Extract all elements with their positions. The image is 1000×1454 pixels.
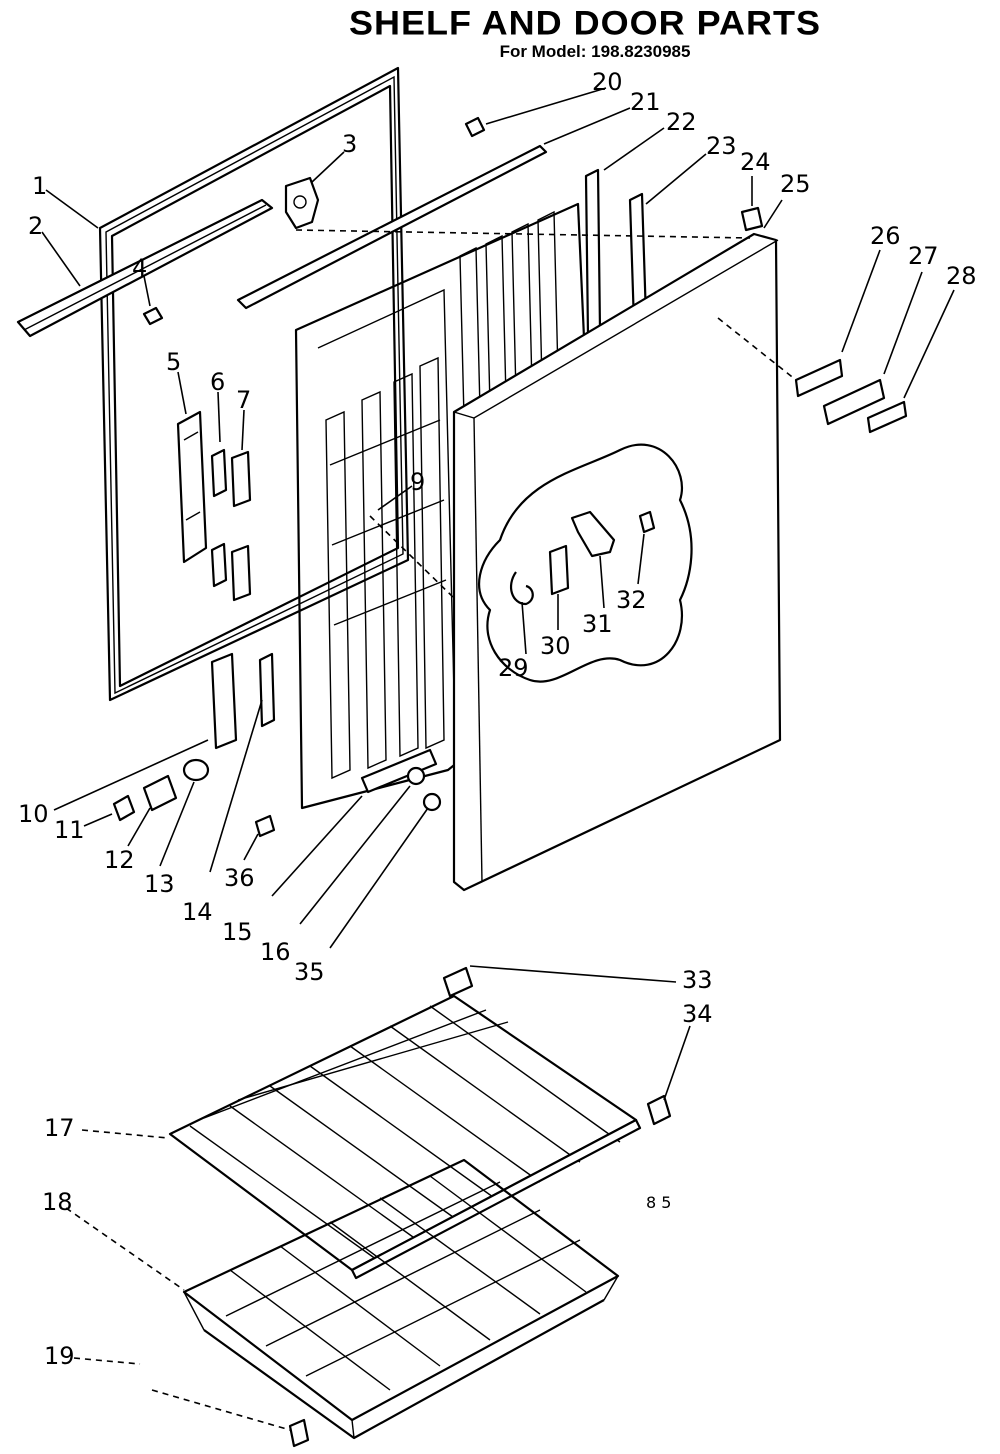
nut-11 <box>112 794 136 822</box>
cutaway-view <box>478 443 693 683</box>
screw-20 <box>464 116 486 138</box>
callout-1: 1 <box>32 172 47 200</box>
model-subtitle: For Model: 198.8230985 <box>0 42 1000 62</box>
callout-11: 11 <box>54 816 85 844</box>
strike-14 <box>258 652 276 728</box>
leader-lines <box>41 87 955 1431</box>
callout-20: 20 <box>592 68 623 96</box>
top-trim-strip <box>236 144 548 310</box>
callout-16: 16 <box>260 938 291 966</box>
callout-28: 28 <box>946 262 977 290</box>
basket-foot-19 <box>288 1418 310 1448</box>
breaker-strip <box>16 198 274 338</box>
nut-35 <box>422 792 442 812</box>
retainer-30 <box>548 544 570 596</box>
callout-13: 13 <box>144 870 175 898</box>
callout-15: 15 <box>222 918 253 946</box>
bracket-31 <box>570 510 616 558</box>
callout-5: 5 <box>166 348 181 376</box>
spacer-7b <box>230 544 252 602</box>
hinge-pin-6 <box>210 448 228 498</box>
washer-13 <box>182 758 210 782</box>
callout-25: 25 <box>780 170 811 198</box>
latch-10 <box>210 652 238 750</box>
clip-29 <box>509 571 534 606</box>
plug-24 <box>740 206 764 232</box>
callout-24: 24 <box>740 148 771 176</box>
shelf-support-34 <box>646 1094 672 1126</box>
lock-cylinder-12 <box>142 774 178 812</box>
callout-36: 36 <box>224 864 255 892</box>
side-strip-22 <box>584 168 602 338</box>
callout-7: 7 <box>236 386 251 414</box>
callout-12: 12 <box>104 846 135 874</box>
model-subtitle-text: For Model: 198.8230985 <box>499 42 691 61</box>
callout-29: 29 <box>498 654 529 682</box>
shelf-support-33 <box>442 966 474 998</box>
callout-10: 10 <box>18 800 49 828</box>
callout-18: 18 <box>42 1188 73 1216</box>
callout-6: 6 <box>210 368 225 396</box>
callout-21: 21 <box>630 88 661 116</box>
nameplate-28 <box>866 400 908 434</box>
callout-3: 3 <box>342 130 357 158</box>
callout-14: 14 <box>182 898 213 926</box>
callout-33: 33 <box>682 966 713 994</box>
callout-2: 2 <box>28 212 43 240</box>
callout-9: 9 <box>410 468 425 496</box>
nameplate-26 <box>794 358 844 398</box>
wire-shelf <box>168 994 642 1280</box>
screw-4 <box>142 306 164 326</box>
callout-26: 26 <box>870 222 901 250</box>
callout-19: 19 <box>44 1342 75 1370</box>
washer-16 <box>406 766 426 786</box>
page-title: SHELF AND DOOR PARTS <box>0 3 1000 43</box>
callout-17: 17 <box>44 1114 75 1142</box>
callout-23: 23 <box>706 132 737 160</box>
bracket-15 <box>360 748 438 794</box>
page-title-text: SHELF AND DOOR PARTS <box>348 3 821 42</box>
hinge-pin-6b <box>210 542 228 588</box>
callout-4: 4 <box>132 254 147 282</box>
nameplate-27 <box>822 378 886 426</box>
callout-22: 22 <box>666 108 697 136</box>
callout-30: 30 <box>540 632 571 660</box>
callout-27: 27 <box>908 242 939 270</box>
callout-35: 35 <box>294 958 325 986</box>
callout-32: 32 <box>616 586 647 614</box>
callout-31: 31 <box>582 610 613 638</box>
spacer-7a <box>230 450 252 508</box>
diagram-code: 8 5 <box>646 1193 671 1212</box>
callout-labels: 1 2 3 4 5 6 7 9 10 11 12 13 14 15 16 17 … <box>18 68 977 1370</box>
callout-34: 34 <box>682 1000 713 1028</box>
hinge-bracket <box>284 176 320 230</box>
door-handle <box>176 410 208 564</box>
screw-36 <box>254 814 276 838</box>
screw-32 <box>638 510 656 534</box>
door-gasket-frame <box>98 66 410 702</box>
wire-basket <box>182 1158 620 1440</box>
